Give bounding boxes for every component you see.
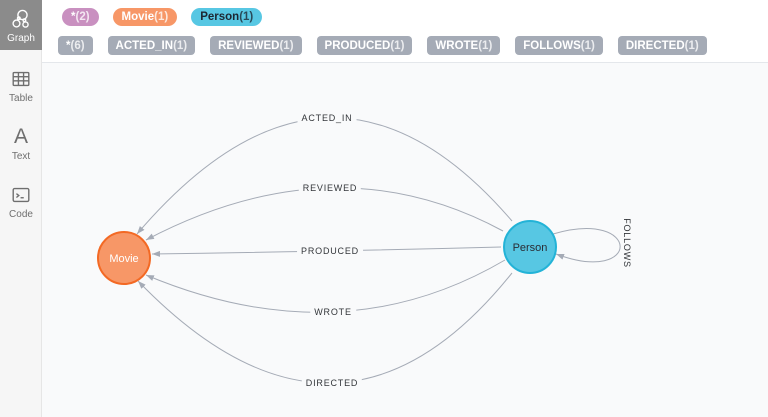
node-pill-any[interactable]: *(2): [62, 8, 99, 26]
rel-pill-any[interactable]: *(6): [58, 36, 93, 55]
edge-label-produced[interactable]: PRODUCED: [297, 246, 363, 256]
node-legend-row: *(2) Movie(1) Person(1): [58, 8, 768, 26]
pill-count: (2): [75, 11, 90, 23]
pill-label: FOLLOWS: [523, 39, 581, 52]
pill-count: (1): [279, 39, 294, 52]
pill-count: (1): [390, 39, 405, 52]
rel-pill-directed[interactable]: DIRECTED(1): [617, 36, 707, 55]
pill-count: (1): [478, 39, 493, 52]
edge-directed: [137, 272, 513, 384]
pill-label: *: [71, 11, 76, 23]
pill-count: (6): [70, 39, 85, 52]
node-pill-movie[interactable]: Movie(1): [112, 8, 178, 26]
node-pill-person[interactable]: Person(1): [191, 8, 263, 26]
relationship-legend-row: *(6) ACTED_IN(1) REVIEWED(1) PRODUCED(1)…: [58, 36, 768, 55]
edge-label-wrote[interactable]: WROTE: [310, 307, 356, 317]
pill-count: (1): [684, 39, 699, 52]
rel-pill-follows[interactable]: FOLLOWS(1): [515, 36, 603, 55]
graph-canvas[interactable]: Movie Person ACTED_IN REVIEWED PRODUCED …: [42, 63, 768, 417]
edge-follows-self-loop: [552, 228, 621, 263]
pill-label: Person: [200, 11, 240, 23]
pill-label: WROTE: [435, 39, 479, 52]
result-main: *(2) Movie(1) Person(1) *(6) ACTED_IN(1)…: [42, 0, 768, 417]
rel-pill-acted-in[interactable]: ACTED_IN(1): [107, 36, 196, 55]
edge-label-acted-in[interactable]: ACTED_IN: [297, 113, 357, 123]
pill-label: Movie: [121, 11, 155, 23]
node-person[interactable]: Person: [503, 220, 557, 274]
edge-acted-in: [136, 117, 513, 235]
edge-label-reviewed[interactable]: REVIEWED: [298, 183, 362, 193]
node-movie[interactable]: Movie: [97, 231, 151, 285]
view-mode-sidebar: Graph Table A Text: [0, 0, 42, 417]
tab-text[interactable]: A Text: [0, 118, 42, 168]
edge-label-follows[interactable]: FOLLOWS: [622, 218, 632, 268]
tab-table[interactable]: Table: [0, 60, 42, 110]
tab-text-label: Text: [11, 150, 31, 162]
edge-reviewed: [145, 187, 504, 241]
text-icon: A: [13, 125, 28, 148]
code-icon: [9, 183, 33, 207]
pill-count: (1): [154, 11, 169, 23]
rel-pill-produced[interactable]: PRODUCED(1): [316, 36, 413, 55]
graph-icon: [9, 7, 33, 31]
pill-label: REVIEWED: [218, 39, 280, 52]
edge-wrote: [145, 259, 506, 313]
pill-count: (1): [580, 39, 595, 52]
pill-label: PRODUCED: [324, 39, 391, 52]
rel-pill-reviewed[interactable]: REVIEWED(1): [210, 36, 302, 55]
tab-table-label: Table: [9, 92, 33, 104]
tab-code[interactable]: Code: [0, 176, 42, 226]
pill-label: DIRECTED: [625, 39, 685, 52]
legend-bar: *(2) Movie(1) Person(1) *(6) ACTED_IN(1)…: [42, 0, 768, 63]
edge-label-directed[interactable]: DIRECTED: [301, 378, 363, 388]
tab-graph-label: Graph: [7, 32, 35, 44]
rel-pill-wrote[interactable]: WROTE(1): [427, 36, 501, 55]
pill-label: *: [66, 39, 71, 52]
tab-graph[interactable]: Graph: [0, 0, 42, 50]
table-icon: [9, 67, 33, 91]
pill-count: (1): [173, 39, 188, 52]
pill-count: (1): [239, 11, 254, 23]
pill-label: ACTED_IN: [115, 39, 174, 52]
tab-code-label: Code: [9, 208, 33, 220]
